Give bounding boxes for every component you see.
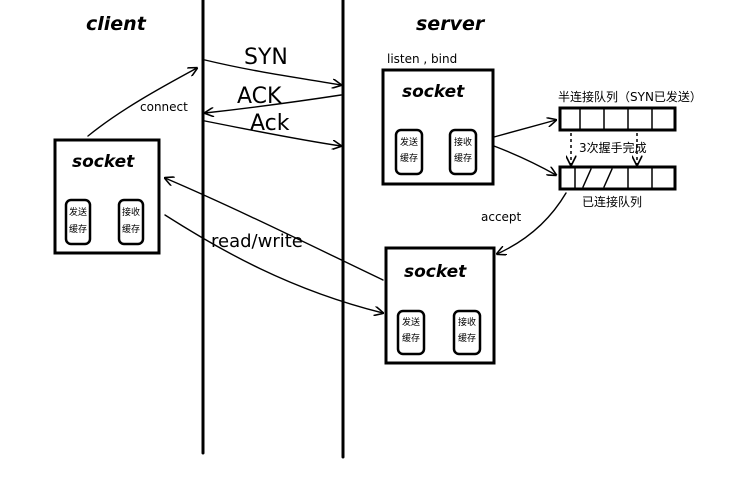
svg-text:发送: 发送 xyxy=(400,136,418,148)
client-socket-title: socket xyxy=(72,152,135,172)
ack-label: Ack xyxy=(250,111,290,136)
svg-text:缓存: 缓存 xyxy=(122,223,140,235)
svg-text:接收: 接收 xyxy=(122,206,140,218)
server-accepted-recv-buffer: 接收 缓存 xyxy=(452,309,482,356)
server-title: server xyxy=(416,13,486,35)
svg-text:发送: 发送 xyxy=(402,316,420,328)
svg-text:缓存: 缓存 xyxy=(400,152,418,164)
client-title: client xyxy=(86,13,147,35)
server-listen-socket: socket 发送 缓存 接收 缓存 xyxy=(381,68,495,186)
server-listen-socket-title: socket xyxy=(402,82,465,102)
accept-arrow xyxy=(497,192,567,254)
full-queue-label: 已连接队列 xyxy=(582,194,642,209)
read-arrow xyxy=(165,178,384,281)
svg-text:缓存: 缓存 xyxy=(454,152,472,164)
ack-arrow xyxy=(204,120,341,146)
half-connection-queue xyxy=(558,106,677,132)
svg-text:接收: 接收 xyxy=(454,136,472,148)
syn-arrow xyxy=(204,59,341,85)
client-recv-buffer: 接收 缓存 xyxy=(117,198,145,246)
half-queue-label: 半连接队列（SYN已发送） xyxy=(558,89,702,104)
ack-return-label: ACK xyxy=(237,84,282,109)
read-write-label: read/write xyxy=(211,231,303,252)
svg-text:缓存: 缓存 xyxy=(458,332,476,344)
handshake-label: 3次握手完成 xyxy=(579,140,647,155)
server-accepted-send-buffer: 发送 缓存 xyxy=(396,309,426,356)
server-accepted-socket: socket 发送 缓存 接收 缓存 xyxy=(384,246,496,365)
svg-text:发送: 发送 xyxy=(69,206,87,218)
server-listen-recv-buffer: 接收 缓存 xyxy=(448,128,478,176)
svg-text:缓存: 缓存 xyxy=(69,223,87,235)
server-accepted-socket-title: socket xyxy=(404,262,467,282)
client-socket: socket 发送 缓存 接收 缓存 xyxy=(53,138,161,255)
half-queue-arrow xyxy=(493,120,556,138)
accept-queue xyxy=(558,165,677,191)
ack-return-arrow xyxy=(205,94,342,113)
svg-text:缓存: 缓存 xyxy=(402,332,420,344)
accept-label: accept xyxy=(481,210,522,224)
write-arrow xyxy=(164,214,383,313)
server-listen-send-buffer: 发送 缓存 xyxy=(394,128,424,176)
svg-text:接收: 接收 xyxy=(458,316,476,328)
connect-label: connect xyxy=(140,100,188,114)
listen-bind-label: listen , bind xyxy=(387,52,457,66)
connect-arrow xyxy=(87,68,197,137)
client-send-buffer: 发送 缓存 xyxy=(64,198,92,246)
syn-label: SYN xyxy=(244,45,288,70)
full-queue-arrow xyxy=(493,145,556,175)
